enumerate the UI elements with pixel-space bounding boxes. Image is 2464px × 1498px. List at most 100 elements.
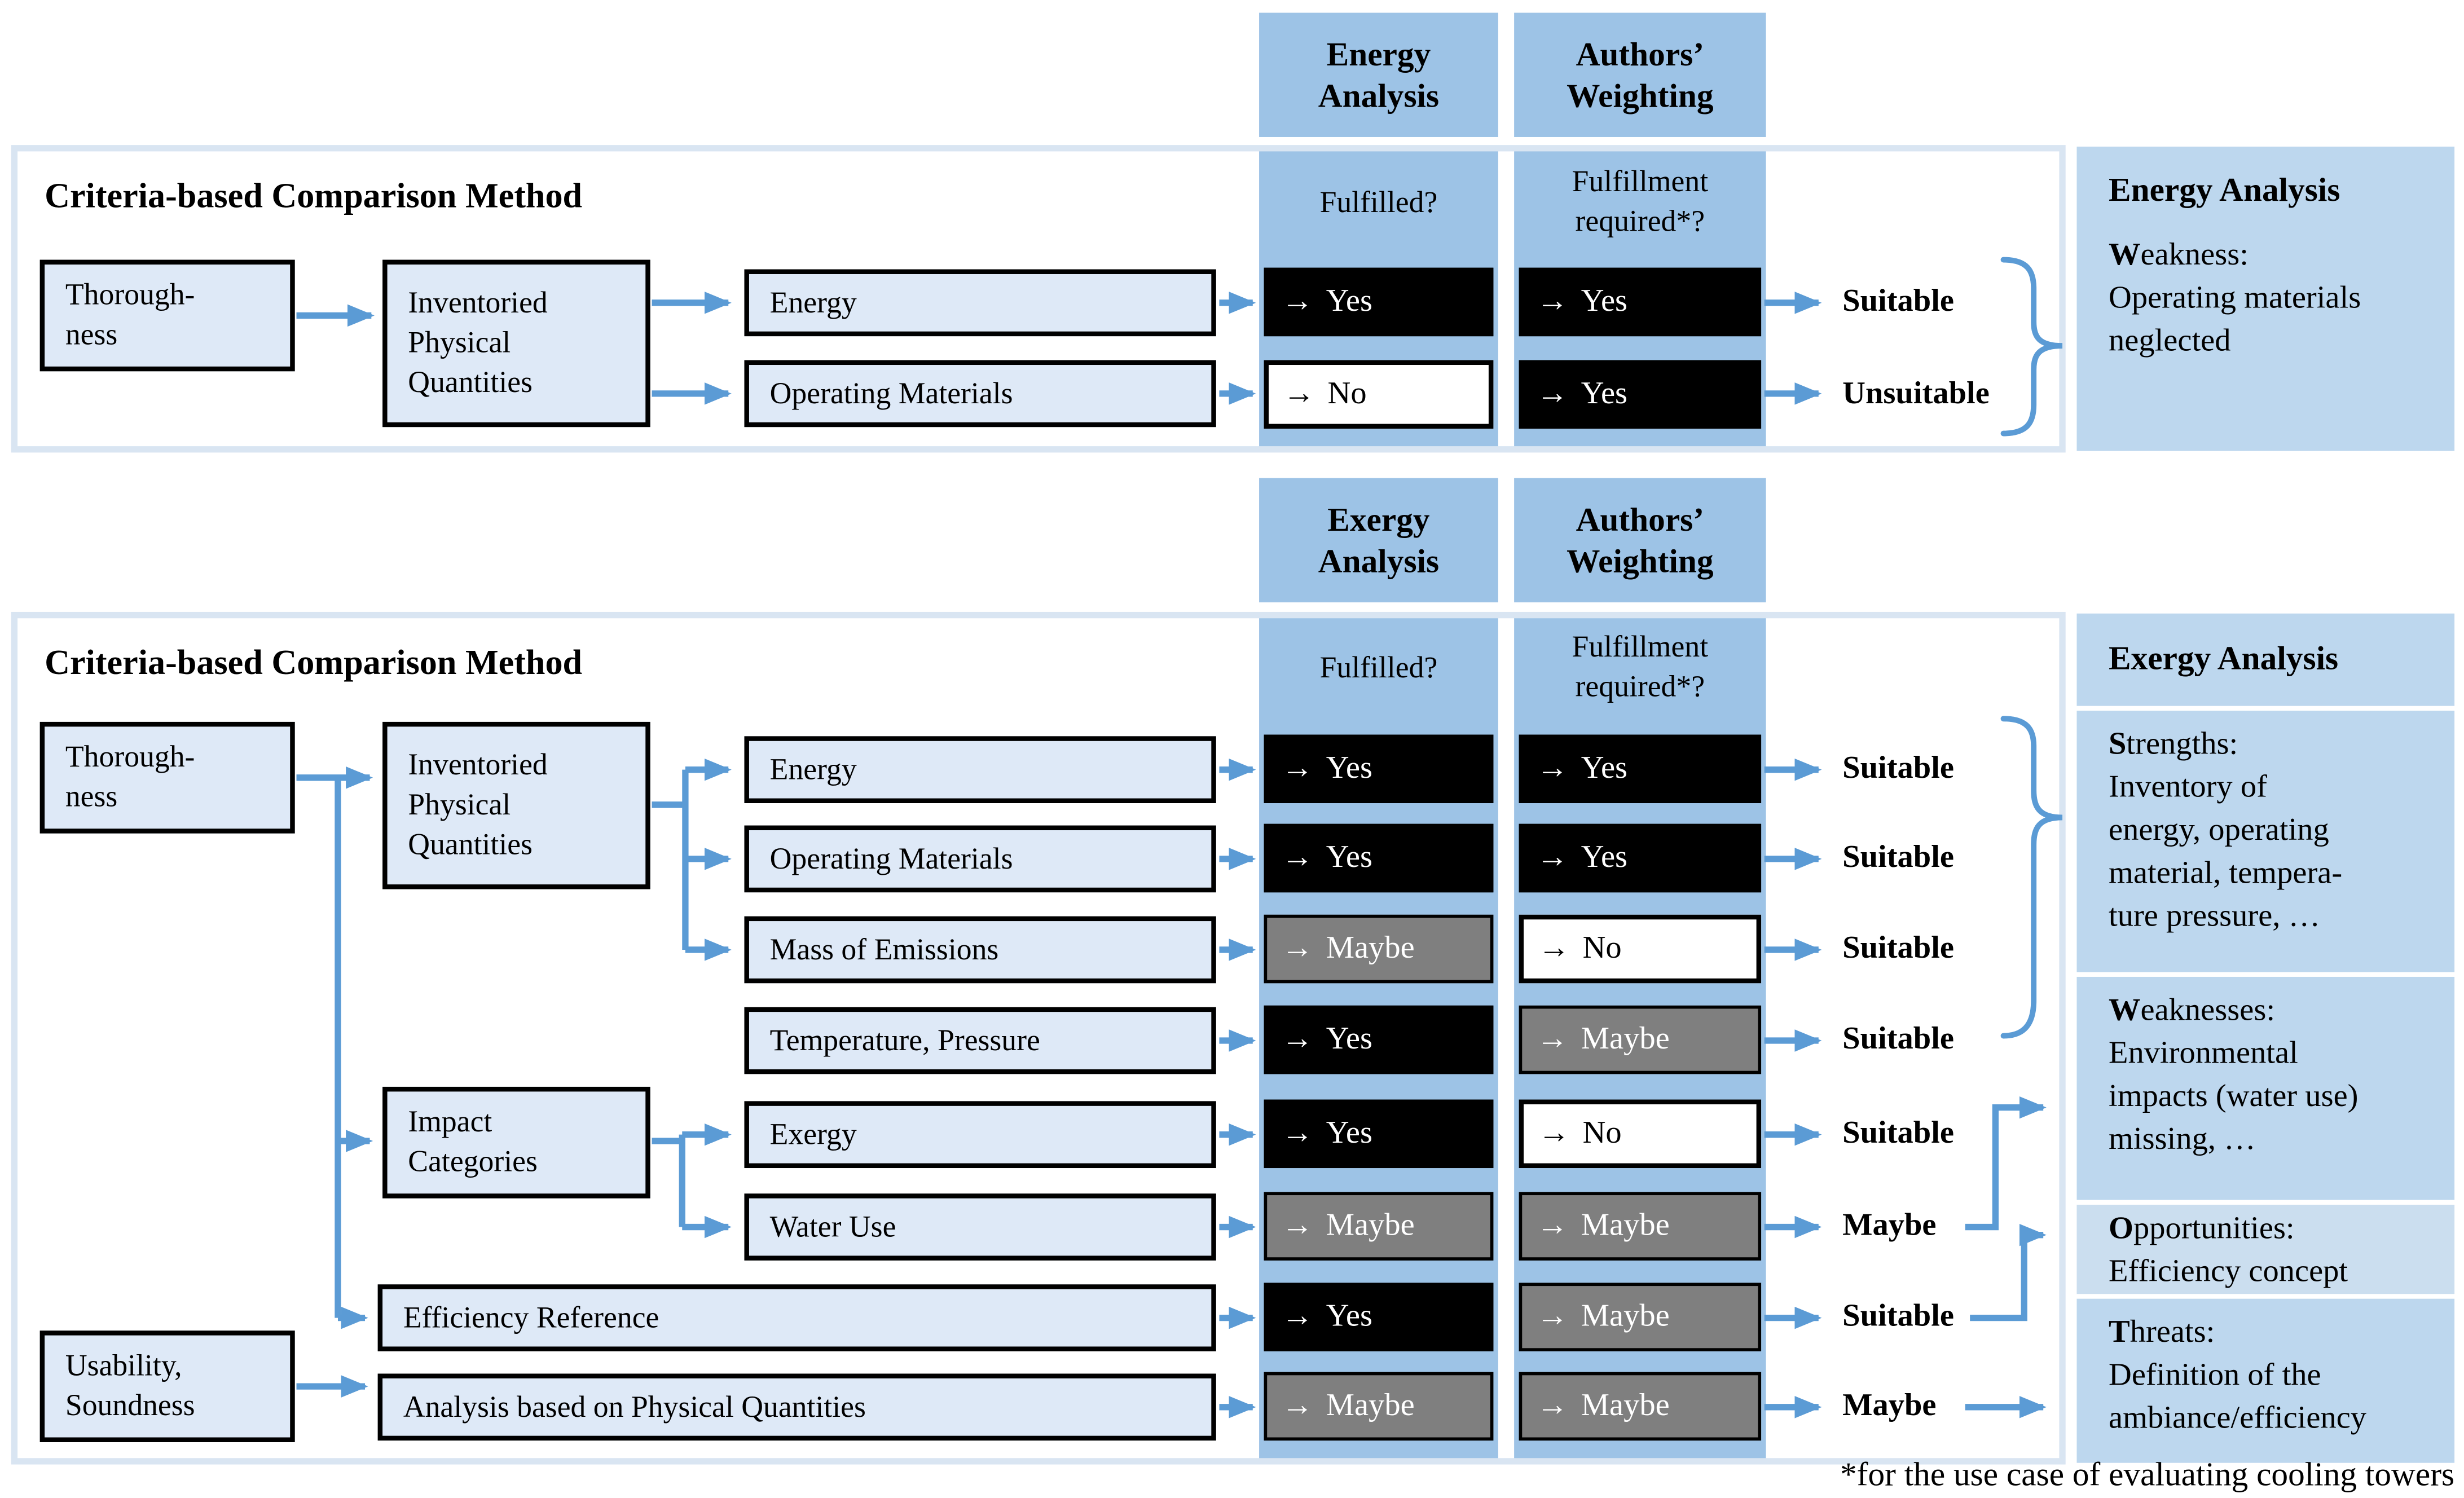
weighting-status-box: → Yes (1519, 734, 1762, 804)
status-label: Yes (1326, 750, 1372, 786)
criterion-box: Operating Materials (744, 825, 1216, 893)
result-label: Suitable (1842, 283, 1955, 319)
result-label: Maybe (1842, 1208, 1937, 1243)
status-label: Yes (1326, 283, 1372, 319)
summary-weaknesses-block: Weaknesses: Environmental impacts (water… (2076, 976, 2455, 1200)
status-label: Maybe (1581, 1298, 1670, 1334)
swot-heading: pportunities: (2133, 1211, 2295, 1246)
summary-threats-block: Threats: Definition of the ambiance/effi… (2076, 1298, 2455, 1463)
right-arrow-icon: → (1283, 376, 1315, 411)
footnote: *for the use case of evaluating cooling … (1840, 1455, 2455, 1493)
bottom-group-thoroughness: Thorough- ness (39, 721, 295, 834)
swot-body: Inventory of energy, operating material,… (2109, 769, 2343, 934)
criterion-box: Water Use (744, 1193, 1216, 1261)
top-weighting-subheader: Fulfillment required*? (1572, 165, 1709, 239)
summary-opportunities-block: Opportunities: Efficiency concept (2076, 1205, 2455, 1294)
right-arrow-icon: → (1281, 1021, 1314, 1057)
criterion-box: Operating Materials (744, 360, 1216, 428)
top-column-weighting-header: Authors’ Weighting (1514, 12, 1766, 137)
weighting-status-box: →No (1519, 1099, 1762, 1169)
right-arrow-icon: → (1281, 1208, 1314, 1243)
criterion-box: Efficiency Reference (377, 1284, 1216, 1351)
right-arrow-icon: → (1536, 376, 1569, 411)
exergy-summary-title-block: Exergy Analysis (2076, 613, 2455, 706)
status-label: Yes (1581, 839, 1628, 875)
summary-title: Exergy Analysis (2109, 638, 2339, 677)
weighting-status-box: →Yes (1519, 267, 1762, 337)
fulfilled-status-box: →Yes (1264, 823, 1494, 893)
status-label: Yes (1581, 283, 1628, 319)
swot-heading: trengths: (2126, 726, 2238, 762)
right-arrow-icon: → (1536, 1208, 1569, 1243)
result-label: Suitable (1842, 931, 1955, 966)
swot-body: Operating materials neglected (2109, 280, 2361, 359)
result-label: Suitable (1842, 839, 1955, 875)
flow-arrows (296, 292, 2047, 1418)
right-arrow-icon: → (1536, 1021, 1569, 1057)
status-label: Yes (1581, 750, 1628, 786)
status-label: Maybe (1326, 931, 1415, 966)
right-arrow-icon: → (1281, 931, 1314, 966)
fulfilled-status-box: → Maybe (1264, 1192, 1494, 1261)
status-label: Maybe (1326, 1387, 1415, 1424)
weighting-status-box: →Maybe (1519, 1372, 1762, 1441)
right-arrow-icon: → (1281, 1387, 1314, 1424)
swot-heading: eaknesses: (2140, 993, 2276, 1028)
fulfilled-status-box: → No (1264, 360, 1494, 429)
top-group-inventoried-quantities: Inventoried Physical Quantities (382, 259, 650, 428)
fulfilled-status-box: → Maybe (1264, 914, 1494, 984)
fulfilled-status-box: → Yes (1264, 1099, 1494, 1169)
bottom-column-weighting-header: Authors’ Weighting (1514, 478, 1766, 603)
right-arrow-icon: → (1281, 750, 1314, 786)
criterion-box: Energy (744, 269, 1216, 337)
right-arrow-icon: → (1536, 1298, 1569, 1334)
criterion-box: Analysis based on Physical Quantities (377, 1373, 1216, 1441)
bottom-panel-border (11, 611, 2066, 1465)
top-panel-border (11, 145, 2066, 453)
top-column-method-header: Energy Analysis (1259, 12, 1498, 137)
status-label: Maybe (1581, 1021, 1670, 1057)
swot-initial: T (2109, 1314, 2130, 1350)
top-fulfilled-subheader: Fulfilled? (1319, 186, 1438, 219)
result-label: Maybe (1842, 1387, 1937, 1424)
right-arrow-icon: → (1281, 839, 1314, 875)
swot-heading: eakness: (2140, 237, 2249, 273)
result-label: Suitable (1842, 1021, 1955, 1057)
status-label: Yes (1326, 1115, 1372, 1151)
top-panel-title: Criteria-based Comparison Method (45, 175, 583, 215)
bottom-fulfilled-subheader: Fulfilled? (1319, 651, 1438, 685)
summary-weakness-block: Weakness: Operating materials neglected (2109, 234, 2439, 363)
status-label: No (1327, 376, 1367, 411)
top-brace (2000, 257, 2063, 437)
right-arrow-icon: → (1281, 1115, 1314, 1151)
right-arrow-icon: → (1536, 839, 1569, 875)
weighting-status-box: → Yes (1519, 823, 1762, 893)
energy-analysis-summary-panel: Energy Analysis Weakness: Operating mate… (2076, 146, 2455, 451)
status-label: Yes (1326, 1298, 1372, 1334)
swot-initial: O (2109, 1211, 2133, 1246)
status-label: Maybe (1581, 1387, 1670, 1424)
bottom-panel-title: Criteria-based Comparison Method (45, 642, 583, 682)
swot-body: Efficiency concept (2109, 1254, 2348, 1289)
weighting-status-box: → Yes (1519, 360, 1762, 429)
result-label: Suitable (1842, 1115, 1955, 1151)
weighting-status-box: →Maybe (1519, 1192, 1762, 1261)
swot-body: Definition of the ambiance/efficiency (2109, 1358, 2367, 1436)
status-label: Yes (1581, 376, 1628, 411)
criterion-box: Mass of Emissions (744, 916, 1216, 984)
right-arrow-icon: → (1281, 1298, 1314, 1334)
status-label: No (1582, 931, 1622, 966)
swot-initial: W (2109, 993, 2141, 1028)
swot-heading: hreats: (2129, 1314, 2215, 1350)
bottom-column-method-header: Exergy Analysis (1259, 478, 1498, 603)
criterion-box: Exergy (744, 1101, 1216, 1169)
status-label: Maybe (1326, 1208, 1415, 1243)
fulfilled-status-box: → Yes (1264, 1283, 1494, 1351)
weighting-status-box: → Maybe (1519, 1283, 1762, 1351)
criterion-box: Temperature, Pressure (744, 1007, 1216, 1074)
right-arrow-icon: → (1536, 750, 1569, 786)
result-label: Unsuitable (1842, 376, 1990, 411)
result-label: Suitable (1842, 750, 1955, 786)
top-group-thoroughness: Thorough- ness (39, 259, 295, 372)
